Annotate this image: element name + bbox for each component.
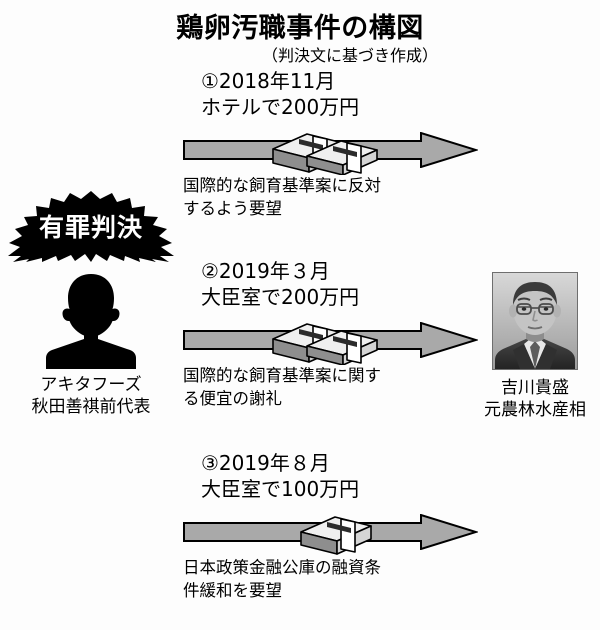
- right-actor-caption: 吉川貴盛 元農林水産相: [470, 377, 600, 421]
- event-heading-3: ③2019年８月 大臣室で100万円: [201, 451, 360, 502]
- event-description-1: 国際的な飼育基準案に反対 するよう要望: [183, 175, 381, 219]
- right-actor-title: 元農林水産相: [484, 400, 586, 421]
- left-actor-name: 秋田善祺前代表: [31, 396, 151, 417]
- money-bundle-icon: [251, 125, 383, 175]
- portrait-photo: [492, 272, 578, 370]
- event-block-1: ①2018年11月 ホテルで200万円: [183, 68, 483, 221]
- person-silhouette-icon: [35, 271, 147, 369]
- page-subtitle: （判決文に基づき作成）: [261, 46, 438, 65]
- event-block-2: ②2019年３月 大臣室で200万円: [183, 258, 483, 411]
- left-actor-company: アキタフーズ: [40, 375, 142, 395]
- right-actor: 吉川貴盛 元農林水産相: [470, 272, 600, 421]
- right-actor-name: 吉川貴盛: [501, 378, 569, 398]
- event-flow-2: [183, 313, 478, 365]
- event-block-3: ③2019年８月 大臣室で100万円 日本政策金融公庫の融資条 件緩和を要望: [183, 450, 483, 603]
- money-bundle-icon: [293, 508, 383, 556]
- guilty-verdict-badge: 有罪判決: [6, 190, 176, 262]
- event-heading-2: ②2019年３月 大臣室で200万円: [201, 259, 360, 310]
- left-actor-caption: アキタフーズ 秋田善祺前代表: [0, 375, 182, 419]
- left-actor: 有罪判決 アキタフーズ 秋田善祺前代表: [0, 190, 182, 419]
- event-description-2: 国際的な飼育基準案に関す る便宜の謝礼: [183, 365, 381, 409]
- page-title: 鶏卵汚職事件の構図: [176, 13, 424, 44]
- starburst-icon: [8, 191, 174, 262]
- event-heading-1: ①2018年11月 ホテルで200万円: [201, 69, 360, 120]
- event-flow-3: [183, 505, 478, 555]
- event-flow-1: [183, 123, 478, 175]
- event-description-3: 日本政策金融公庫の融資条 件緩和を要望: [183, 557, 381, 601]
- money-bundle-icon: [251, 315, 383, 365]
- badge-label: 有罪判決: [38, 213, 143, 242]
